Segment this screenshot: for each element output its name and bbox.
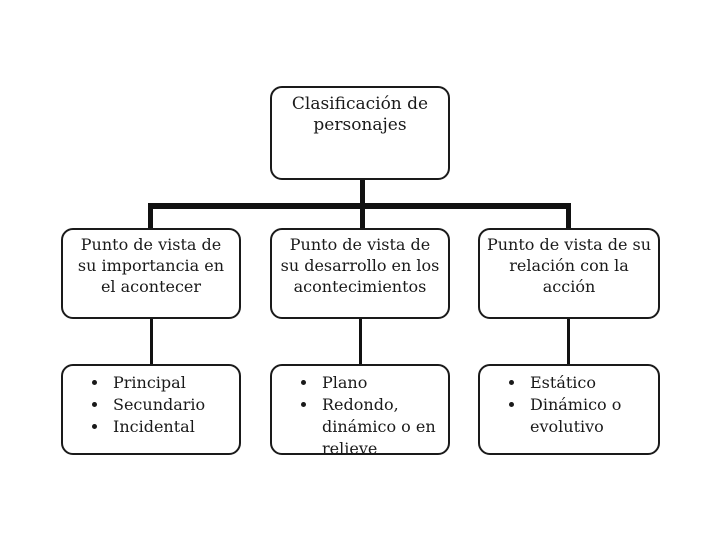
root-label: Clasificación de personajes <box>291 94 429 135</box>
list-item: Dinámico o evolutivo <box>526 394 652 438</box>
list-item: Plano <box>318 372 442 394</box>
category-label-importance: Punto de vista de su importancia en el a… <box>77 235 225 296</box>
category-node-development: Punto de vista de su desarrollo en los a… <box>270 228 450 319</box>
category-label-development: Punto de vista de su desarrollo en los a… <box>280 235 440 296</box>
connector-mid-2 <box>359 318 362 366</box>
connector-down-1 <box>148 203 153 230</box>
category-label-action: Punto de vista de su relación con la acc… <box>486 235 652 296</box>
connector-down-3 <box>566 203 571 230</box>
list-item: Redondo, dinámico o en relieve <box>318 394 442 453</box>
connector-mid-3 <box>567 318 570 366</box>
connector-horizontal <box>148 203 571 209</box>
category-node-importance: Punto de vista de su importancia en el a… <box>61 228 241 319</box>
items-list-importance: Principal Secundario Incidental <box>63 366 239 438</box>
items-node-importance: Principal Secundario Incidental <box>61 364 241 455</box>
list-item: Incidental <box>109 416 233 438</box>
category-node-action: Punto de vista de su relación con la acc… <box>478 228 660 319</box>
list-item: Estático <box>526 372 652 394</box>
list-item: Principal <box>109 372 233 394</box>
list-item: Secundario <box>109 394 233 416</box>
connector-down-2 <box>360 203 365 230</box>
connector-root-down <box>360 179 365 205</box>
root-node: Clasificación de personajes <box>270 86 450 180</box>
items-list-development: Plano Redondo, dinámico o en relieve <box>272 366 448 453</box>
items-node-development: Plano Redondo, dinámico o en relieve <box>270 364 450 455</box>
connector-mid-1 <box>150 318 153 366</box>
items-node-action: Estático Dinámico o evolutivo <box>478 364 660 455</box>
items-list-action: Estático Dinámico o evolutivo <box>480 366 658 438</box>
